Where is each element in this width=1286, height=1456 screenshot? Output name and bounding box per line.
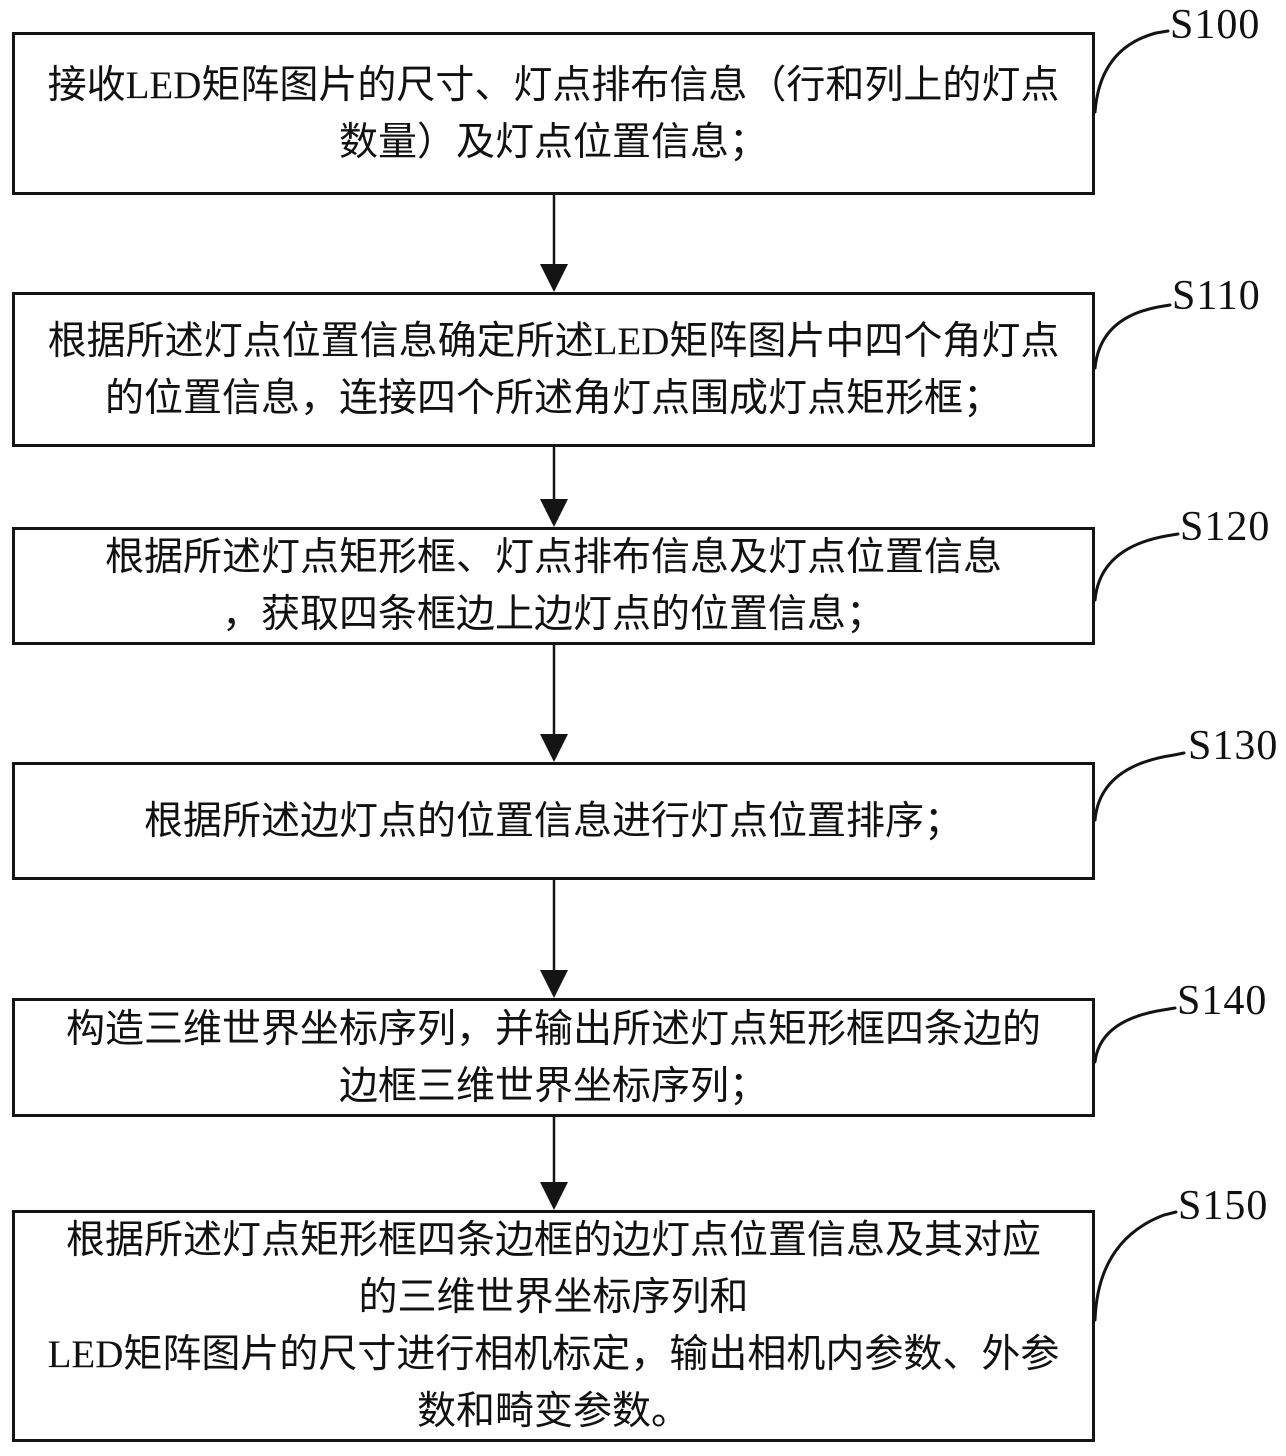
arrowhead-icon	[540, 499, 568, 527]
arrowhead-icon	[540, 734, 568, 762]
flow-step-text-s140: 构造三维世界坐标序列，并输出所述灯点矩形框四条边的 边框三维世界坐标序列；	[65, 1007, 1041, 1108]
step-label-s150: S150	[1178, 1183, 1269, 1229]
arrowhead-icon	[540, 264, 568, 292]
flow-step-text-s130: 根据所述边灯点的位置信息进行灯点位置排序；	[143, 799, 963, 843]
connector-curve-s150	[1093, 1210, 1178, 1322]
connector-curve-s100	[1093, 29, 1170, 114]
flow-step-box-s110: 根据所述灯点位置信息确定所述LED矩阵图片中四个角灯点 的位置信息，连接四个所述…	[12, 292, 1095, 447]
flow-step-box-s120: 根据所述灯点矩形框、灯点排布信息及灯点位置信息 ，获取四条框边上边灯点的位置信息…	[12, 527, 1095, 645]
flow-step-text-s120: 根据所述灯点矩形框、灯点排布信息及灯点位置信息 ，获取四条框边上边灯点的位置信息…	[104, 536, 1002, 636]
step-label-s140: S140	[1177, 978, 1268, 1024]
arrowhead-icon	[540, 1182, 568, 1210]
step-label-s100: S100	[1170, 2, 1261, 48]
flow-step-box-s140: 构造三维世界坐标序列，并输出所述灯点矩形框四条边的 边框三维世界坐标序列；	[12, 998, 1095, 1117]
arrowhead-icon	[540, 970, 568, 998]
down-arrow	[540, 1117, 568, 1210]
down-arrow	[540, 447, 568, 527]
flow-step-text-s110: 根据所述灯点位置信息确定所述LED矩阵图片中四个角灯点 的位置信息，连接四个所述…	[47, 319, 1060, 420]
step-label-s130: S130	[1188, 723, 1279, 769]
connector-curve-s110	[1093, 303, 1172, 370]
flow-step-text-s150: 根据所述灯点矩形框四条边框的边灯点位置信息及其对应 的三维世界坐标序列和 LED…	[47, 1219, 1060, 1433]
connector-curve-s140	[1093, 1006, 1177, 1064]
connector-curve-s130	[1093, 751, 1186, 822]
down-arrow	[540, 645, 568, 762]
connector-curve-s120	[1093, 532, 1180, 602]
step-label-s120: S120	[1180, 504, 1271, 550]
step-label-s110: S110	[1172, 273, 1261, 319]
flow-step-box-s130: 根据所述边灯点的位置信息进行灯点位置排序；	[12, 762, 1095, 880]
down-arrow	[540, 195, 568, 292]
flow-step-box-s100: 接收LED矩阵图片的尺寸、灯点排布信息（行和列上的灯点 数量）及灯点位置信息；	[12, 32, 1095, 195]
flow-step-box-s150: 根据所述灯点矩形框四条边框的边灯点位置信息及其对应 的三维世界坐标序列和 LED…	[12, 1210, 1095, 1442]
flow-step-text-s100: 接收LED矩阵图片的尺寸、灯点排布信息（行和列上的灯点 数量）及灯点位置信息；	[47, 63, 1060, 164]
down-arrow	[540, 880, 568, 998]
